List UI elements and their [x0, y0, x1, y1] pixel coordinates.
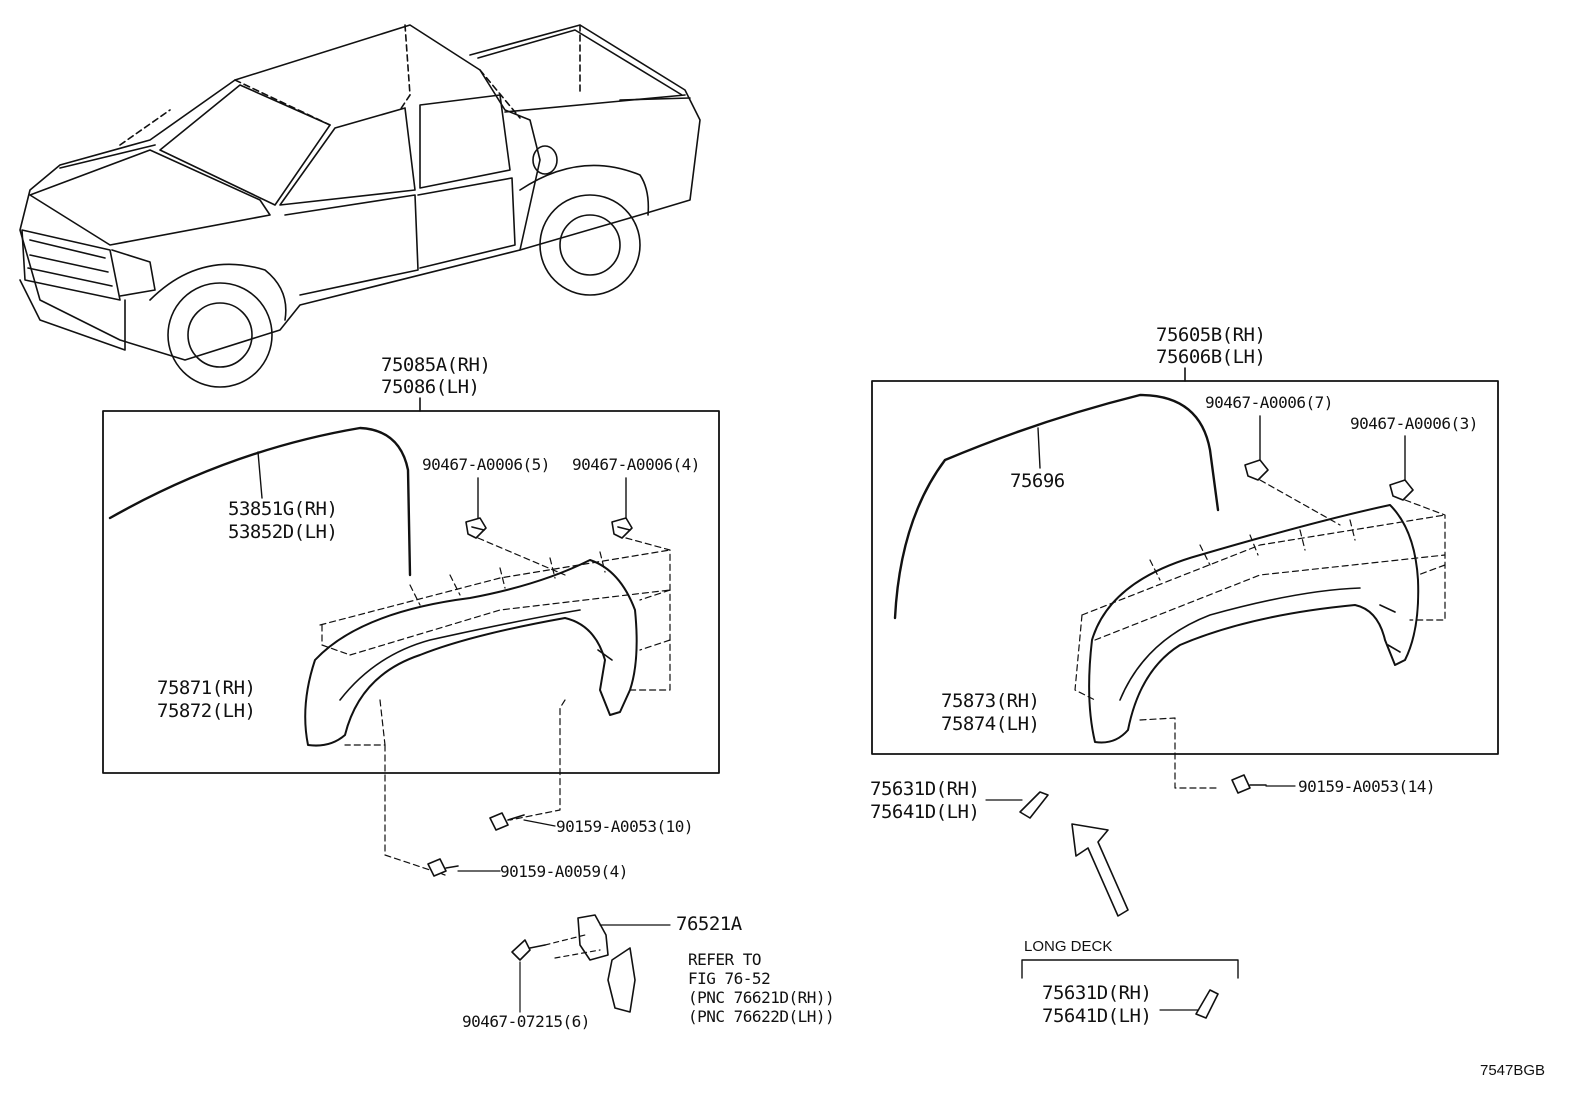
label-clip-b: 90467-A0006(4) [572, 455, 700, 474]
mudguard-icon [511, 914, 671, 1013]
label-flare-front-rh: 75871(RH) [157, 677, 256, 699]
label-pad2-rh: 75631D(RH) [1042, 982, 1152, 1004]
label-clip-d: 90467-A0006(7) [1205, 393, 1333, 412]
figure-code: 7547BGB [1480, 1062, 1546, 1079]
label-flare-front-lh: 75872(LH) [157, 700, 256, 722]
screw-icon-front-1 [489, 812, 556, 831]
label-assy-right-rh: 75605B(RH) [1156, 324, 1266, 346]
label-moulding-lh: 53852D(LH) [228, 521, 338, 543]
label-flare-rear-rh: 75873(RH) [941, 690, 1040, 712]
clip-icon-rear-2 [1389, 435, 1414, 501]
label-refer-3: (PNC 76621D(RH)) [688, 988, 835, 1007]
label-screw-a: 90159-A0053(10) [556, 817, 694, 836]
label-moulding-rh: 53851G(RH) [228, 498, 338, 520]
label-clip-e: 90467-A0006(3) [1350, 414, 1478, 433]
label-assy-left-rh: 75085A(RH) [381, 354, 491, 376]
label-flare-rear-lh: 75874(LH) [941, 713, 1040, 735]
clip-icon-rear-1 [1244, 415, 1269, 481]
clip-icon-front-2 [611, 477, 633, 539]
label-pad2-lh: 75641D(LH) [1042, 1005, 1152, 1027]
label-refer-4: (PNC 76622D(LH)) [688, 1007, 835, 1026]
label-refer-2: FIG 76-52 [688, 969, 771, 988]
pad-icon-long-deck [1159, 989, 1219, 1019]
screw-icon-rear [1231, 774, 1296, 794]
front-assembly-frame [102, 410, 720, 774]
label-moulding-rear: 75696 [1010, 470, 1065, 492]
label-screw-b: 90159-A0059(4) [500, 862, 628, 881]
pad-icon [985, 791, 1049, 819]
label-refer-1: REFER TO [688, 950, 762, 969]
label-long-deck: LONG DECK [1024, 938, 1113, 955]
label-assy-left-lh: 75086(LH) [381, 376, 480, 398]
direction-arrow-icon [1071, 823, 1129, 917]
label-mudguard: 76521A [676, 913, 742, 935]
label-pad-rh: 75631D(RH) [870, 778, 980, 800]
clip-icon-front-1 [465, 477, 487, 539]
label-screw-c: 90159-A0053(14) [1298, 777, 1436, 796]
label-clip-c: 90467-07215(6) [462, 1012, 590, 1031]
truck-illustration [19, 24, 701, 388]
label-assy-right-lh: 75606B(LH) [1156, 346, 1266, 368]
screw-icon-front-2 [427, 858, 501, 877]
label-clip-a: 90467-A0006(5) [422, 455, 550, 474]
label-pad-lh: 75641D(LH) [870, 801, 980, 823]
